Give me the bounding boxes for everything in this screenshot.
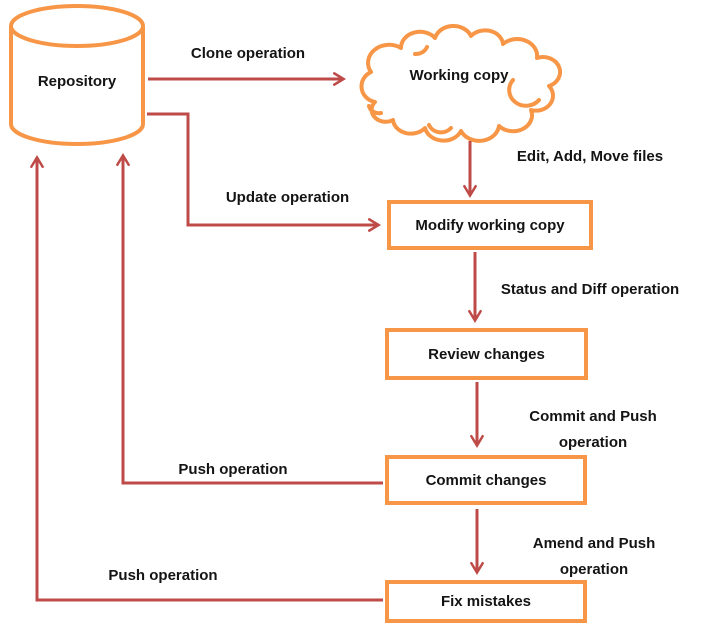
edge-push-from-commit-arrow xyxy=(116,152,383,485)
node-working-copy-label: Working copy xyxy=(409,66,509,84)
cylinder-top xyxy=(9,4,145,48)
cloud-outline xyxy=(359,24,563,143)
edge-push-from-commit-label: Push operation xyxy=(178,461,288,478)
edge-update-arrow xyxy=(147,112,382,232)
edge-push-from-fix-arrow xyxy=(30,154,383,602)
node-modify-working-copy: Modify working copy xyxy=(387,200,593,250)
cylinder-body xyxy=(9,26,145,146)
node-fix-mistakes: Fix mistakes xyxy=(385,580,587,623)
edge-push-from-fix-label: Push operation xyxy=(108,567,218,584)
edge-update-label: Update operation xyxy=(225,189,350,206)
cloud-inner-curls xyxy=(367,45,541,135)
edge-commit-push-label: Commit and Push operation xyxy=(529,408,657,451)
edge-status-diff-label: Status and Diff operation xyxy=(500,281,680,298)
node-review-changes: Review changes xyxy=(385,328,588,380)
edge-edit-add-move-label: Edit, Add, Move files xyxy=(516,148,664,165)
working-copy-cloud-shape xyxy=(359,24,563,143)
edge-amend-push-label: Amend and Push operation xyxy=(532,535,656,578)
edge-clone-label: Clone operation xyxy=(190,45,306,62)
node-repository-label: Repository xyxy=(37,72,117,90)
repository-cylinder-shape xyxy=(9,4,145,146)
node-commit-changes: Commit changes xyxy=(385,455,587,505)
